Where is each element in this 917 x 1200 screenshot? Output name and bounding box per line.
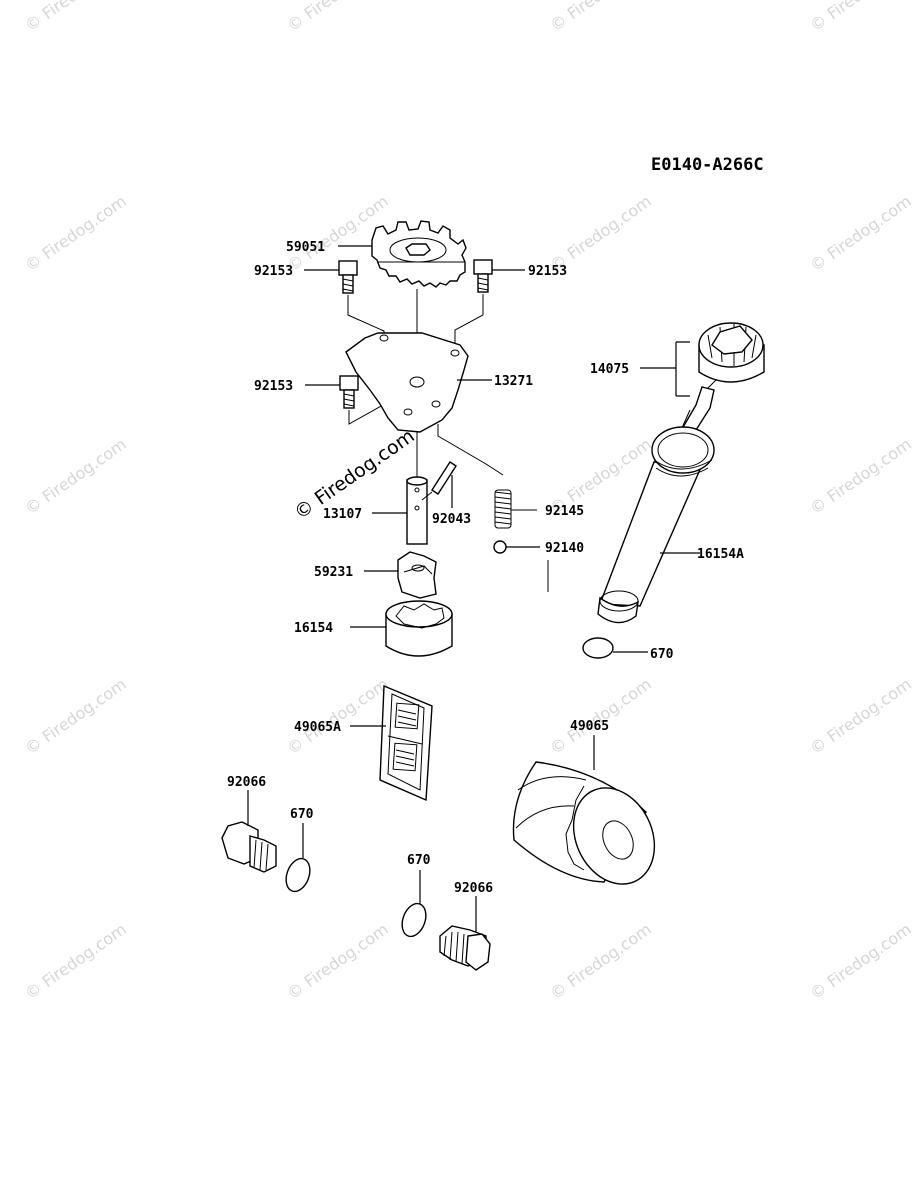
part-label-pin: 92043: [432, 512, 471, 527]
part-bolt-lower: [339, 375, 359, 409]
part-label-relief-ball: 92140: [545, 541, 584, 556]
watermark: © Firedog.com: [21, 674, 129, 758]
watermark: © Firedog.com: [283, 919, 391, 1003]
part-label-gear: 59051: [286, 240, 325, 255]
assembly-line: [421, 491, 433, 501]
part-label-oil-screen: 49065A: [294, 720, 341, 735]
part-o-ring-center: [401, 902, 427, 938]
part-label-relief-spring: 92145: [545, 504, 584, 519]
watermark: © Firedog.com: [806, 919, 914, 1003]
part-oil-filter: [512, 761, 656, 885]
leader-bracket: [640, 341, 690, 397]
part-label-pump-shaft: 13107: [323, 507, 362, 522]
watermark: © Firedog.com: [283, 674, 391, 758]
part-pump-cover: [345, 332, 469, 433]
part-bolt-right: [473, 259, 493, 293]
part-gear: [371, 220, 467, 288]
assembly-line: [347, 295, 385, 336]
part-label-oil-filter: 49065: [570, 719, 609, 734]
watermark: © Firedog.com: [546, 191, 654, 275]
watermark: © Firedog.com: [806, 191, 914, 275]
watermark: © Firedog.com: [546, 919, 654, 1003]
part-relief-ball: [493, 540, 507, 554]
part-label-bolt-left: 92153: [254, 264, 293, 279]
part-label-bolt-lower: 92153: [254, 379, 293, 394]
part-pump-shaft: [406, 476, 428, 545]
part-outer-rotor: [385, 600, 453, 657]
part-tube-o-ring: [582, 637, 614, 659]
assembly-line: [437, 424, 504, 476]
assembly-line: [454, 294, 484, 350]
part-label-o-ring-center: 670: [407, 853, 431, 868]
part-label-drain-plug-center: 92066: [454, 881, 493, 896]
part-label-drain-plug-left: 92066: [227, 775, 266, 790]
part-bolt-left: [338, 260, 358, 294]
diagram-code: E0140-A266C: [651, 155, 764, 175]
watermark-layer: © Firedog.com © Firedog.com © Firedog.co…: [21, 0, 914, 1003]
watermark: © Firedog.com: [806, 674, 914, 758]
watermark: © Firedog.com: [806, 434, 914, 518]
watermark: © Firedog.com: [546, 0, 654, 35]
part-label-outer-rotor: 16154: [294, 621, 333, 636]
watermark: © Firedog.com: [806, 0, 914, 35]
watermark: © Firedog.com: [21, 191, 129, 275]
part-label-dipstick-tube: 16154A: [697, 547, 744, 562]
part-o-ring-left: [285, 857, 311, 893]
part-drain-plug-center: [439, 925, 491, 971]
watermark: © Firedog.com: [21, 919, 129, 1003]
watermark: © Firedog.com: [283, 0, 391, 35]
part-pin: [431, 461, 457, 495]
part-dipstick-tube: [597, 426, 715, 624]
part-label-dipstick-cap: 14075: [590, 362, 629, 377]
part-drain-plug-left: [221, 821, 277, 873]
watermark: © Firedog.com: [21, 434, 129, 518]
part-relief-spring: [494, 489, 512, 529]
part-label-o-ring-left: 670: [290, 807, 314, 822]
part-label-bolt-right: 92153: [528, 264, 567, 279]
part-label-tube-o-ring: 670: [650, 647, 674, 662]
part-oil-screen: [379, 684, 433, 802]
watermark: © Firedog.com: [21, 0, 129, 35]
part-inner-rotor: [397, 551, 437, 599]
watermark: © Firedog.com: [546, 674, 654, 758]
part-label-pump-cover: 13271: [494, 374, 533, 389]
part-label-inner-rotor: 59231: [314, 565, 353, 580]
